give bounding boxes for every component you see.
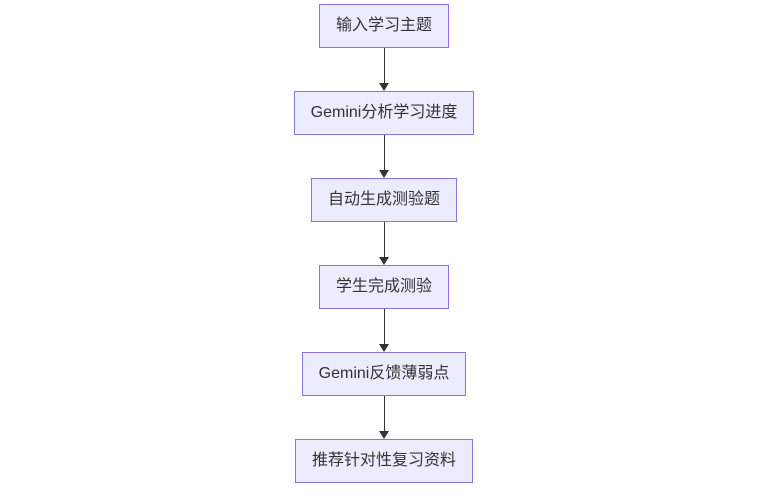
flow-node-label: Gemini反馈薄弱点 — [318, 365, 450, 382]
edge-c-d — [379, 222, 389, 265]
flow-node-label: 自动生成测验题 — [327, 191, 440, 208]
edge-d-e — [379, 309, 389, 352]
edge-line — [383, 309, 385, 344]
flow-node-input-topic: 输入学习主题 — [318, 4, 449, 48]
flowchart: 输入学习主题 Gemini分析学习进度 自动生成测验题 学生完成测验 — [0, 4, 768, 483]
edge-a-b — [379, 48, 389, 91]
flow-node-student-complete: 学生完成测验 — [318, 265, 449, 309]
edge-line — [383, 135, 385, 170]
arrowhead-down-icon — [379, 431, 389, 439]
edge-line — [383, 396, 385, 431]
flow-node-label: 输入学习主题 — [335, 17, 432, 34]
arrowhead-down-icon — [379, 83, 389, 91]
edge-line — [383, 222, 385, 257]
arrowhead-down-icon — [379, 257, 389, 265]
arrowhead-down-icon — [379, 170, 389, 178]
flow-node-label: 学生完成测验 — [335, 278, 432, 295]
arrowhead-down-icon — [379, 344, 389, 352]
flow-node-label: Gemini分析学习进度 — [310, 104, 458, 121]
edge-line — [383, 48, 385, 83]
flow-node-gemini-feedback: Gemini反馈薄弱点 — [301, 352, 467, 396]
flow-node-label: 推荐针对性复习资料 — [311, 452, 456, 469]
flow-node-gemini-analyze: Gemini分析学习进度 — [293, 91, 475, 135]
edge-b-c — [379, 135, 389, 178]
edge-e-f — [379, 396, 389, 439]
flow-node-generate-quiz: 自动生成测验题 — [310, 178, 457, 222]
flow-node-recommend-materials: 推荐针对性复习资料 — [294, 439, 473, 483]
